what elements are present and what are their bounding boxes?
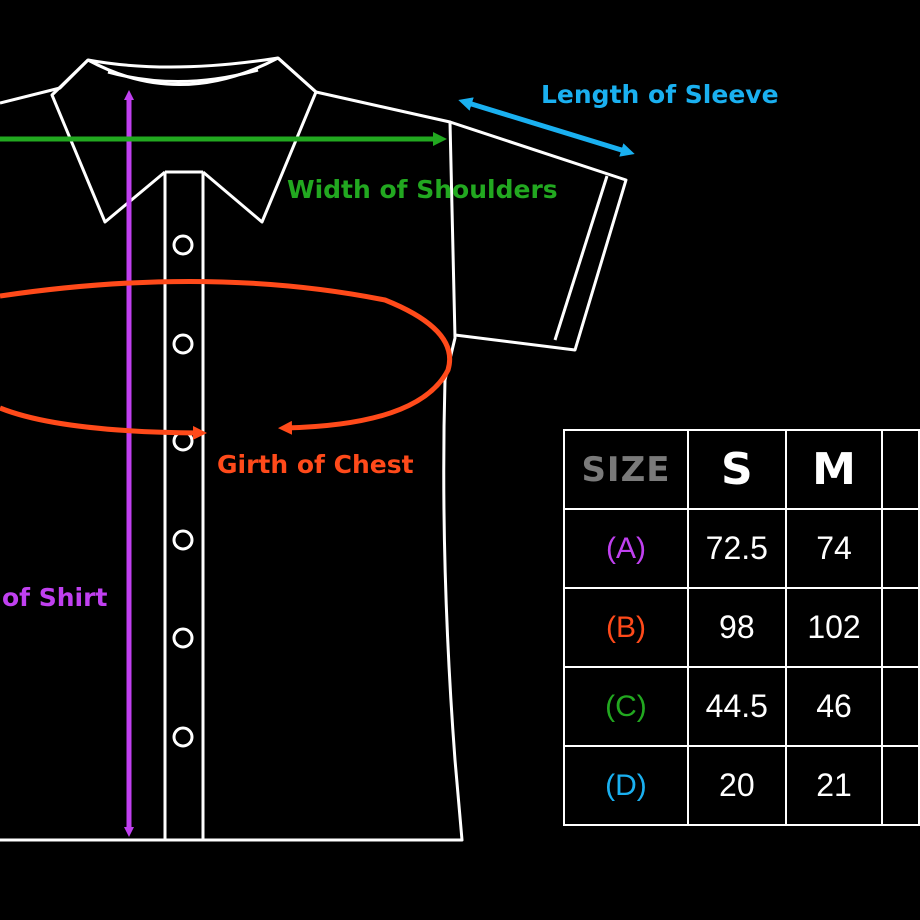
cell-c-s: 44.5 [705, 688, 768, 724]
girth-of-chest-label: Girth of Chest [217, 450, 414, 479]
row-key-d: (D) [605, 768, 647, 802]
sleeve-outline [449, 120, 628, 352]
table-row: (D) 20 21 [563, 745, 920, 826]
cell-b-s: 98 [719, 609, 755, 645]
collar-left [50, 58, 166, 224]
row-key-b: (B) [605, 610, 646, 644]
collar-band [87, 56, 279, 86]
width-of-shoulders-label: Width of Shoulders [287, 175, 558, 204]
collar-band-inner [107, 68, 259, 84]
length-of-shirt-label: of Shirt [2, 583, 108, 612]
size-m-header: M [812, 444, 856, 495]
cell-a-m: 74 [816, 530, 852, 566]
length-of-sleeve-arrow [458, 97, 635, 157]
cell-a-s: 72.5 [705, 530, 768, 566]
shirt-button-6 [172, 726, 194, 748]
length-of-sleeve-label: Length of Sleeve [541, 80, 779, 109]
cell-d-s: 20 [719, 767, 755, 803]
shirt-body-outline [0, 56, 464, 842]
table-row: (A) 72.5 74 [563, 508, 920, 589]
table-row: (C) 44.5 46 [563, 666, 920, 747]
girth-of-chest-return [0, 405, 207, 440]
cell-b-m: 102 [807, 609, 861, 645]
shirt-button-5 [172, 627, 194, 649]
girth-of-chest-loop [0, 278, 452, 435]
table-row: (B) 98 102 [563, 587, 920, 668]
size-table-header-row: SIZE S M [563, 429, 920, 510]
shirt-button-2 [172, 333, 194, 355]
row-key-c: (C) [605, 689, 647, 723]
size-s-header: S [720, 444, 753, 495]
shirt-button-4 [172, 529, 194, 551]
size-header: SIZE [581, 449, 671, 490]
sleeve-hem-line [553, 175, 609, 341]
size-table: SIZE S M (A) 72.5 74 (B) 98 102 (C) 44.5… [563, 429, 920, 826]
row-key-a: (A) [605, 531, 646, 565]
cell-c-m: 46 [816, 688, 852, 724]
cell-d-m: 21 [816, 767, 852, 803]
shirt-button-1 [172, 234, 194, 256]
collar-right [202, 56, 318, 224]
